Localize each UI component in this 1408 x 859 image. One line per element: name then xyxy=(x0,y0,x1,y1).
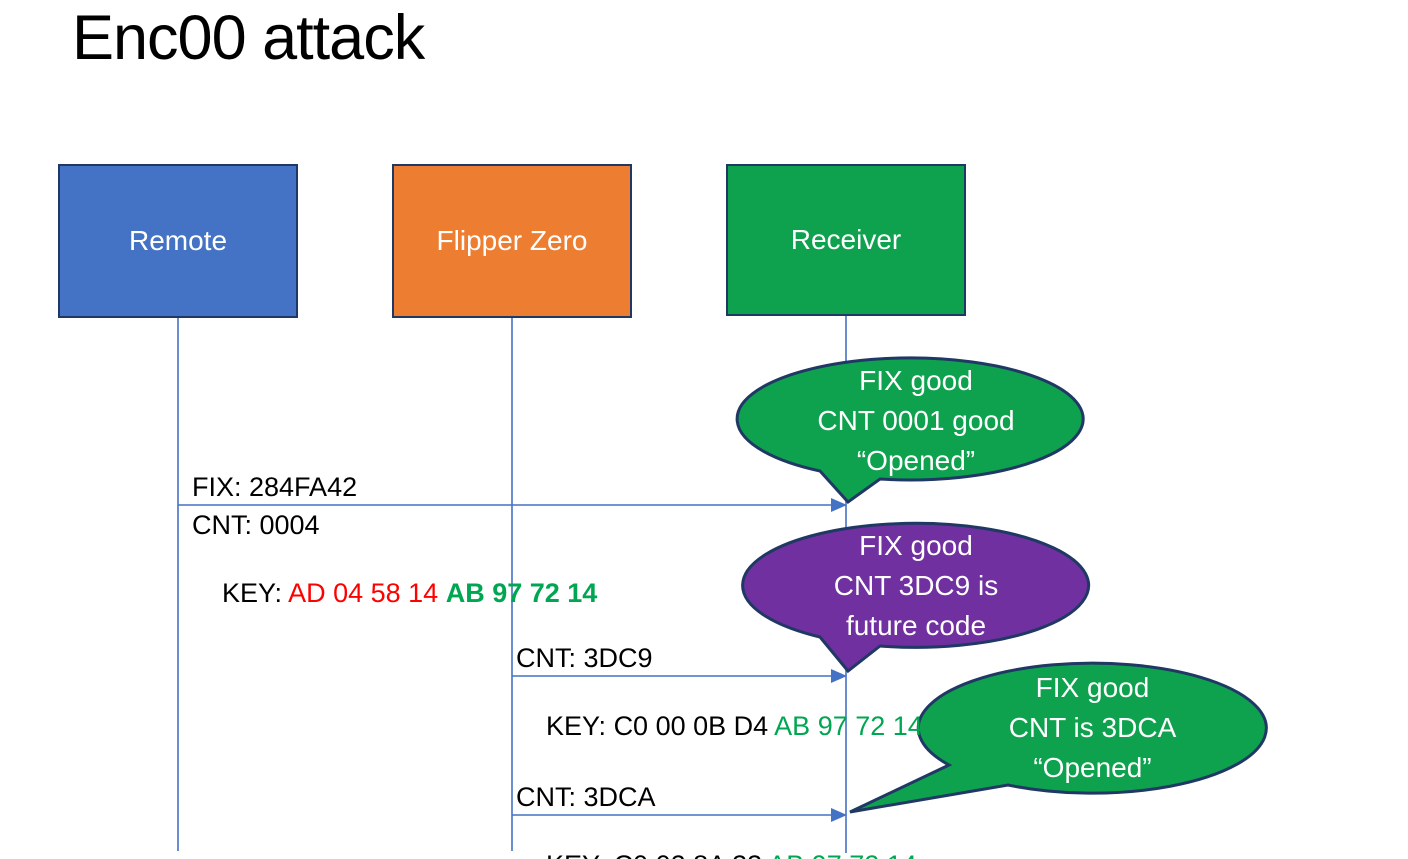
key-fixed-bytes: AB 97 72 14 xyxy=(768,850,917,859)
message-1-cnt-label: CNT: 0004 xyxy=(192,510,320,540)
key-counter-bytes: C0 00 0B D4 xyxy=(613,711,775,741)
arrowhead-icon xyxy=(831,669,847,683)
key-prefix: KEY: xyxy=(546,711,614,741)
message-2-key-label: KEY: C0 00 0B D4 AB 97 72 14 xyxy=(516,681,923,771)
message-arrow-3 xyxy=(512,808,847,822)
arrowhead-icon xyxy=(831,498,847,512)
key-prefix: KEY: xyxy=(222,578,289,608)
bubble-line: CNT 0001 good xyxy=(817,404,1015,436)
bubble-line: “Opened” xyxy=(1033,752,1152,783)
bubble-line: future code xyxy=(845,610,987,641)
key-counter-bytes: AD 04 58 14 xyxy=(288,578,446,608)
speech-bubble-2-text: FIX good CNT 3DC9 is future code xyxy=(743,524,1089,648)
message-3-key-label: KEY: C0 02 8A 33 AB 97 72 14 xyxy=(516,820,917,859)
speech-bubble-3-text: FIX good CNT is 3DCA “Opened” xyxy=(918,663,1267,793)
actor-receiver-label: Receiver xyxy=(790,224,902,255)
message-1-fix-label: FIX: 284FA42 xyxy=(192,472,358,502)
actor-receiver: Receiver xyxy=(726,164,966,316)
key-fixed-bytes: AB 97 72 14 xyxy=(445,578,598,608)
arrowhead-icon xyxy=(831,808,847,822)
speech-bubble-1-shape xyxy=(735,356,1085,505)
key-fixed-bytes: AB 97 72 14 xyxy=(774,711,923,741)
bubble-line: FIX good xyxy=(859,530,973,561)
key-prefix: KEY: xyxy=(546,850,614,859)
message-arrow-2 xyxy=(512,669,847,683)
page-title: Enc00 attack xyxy=(72,3,425,73)
bubble-line: CNT is 3DCA xyxy=(1008,712,1177,743)
speech-bubble-1-text: FIX good CNT 0001 good “Opened” xyxy=(743,360,1089,481)
actor-flipper-zero: Flipper Zero xyxy=(392,164,632,318)
message-2-cnt-label: CNT: 3DC9 xyxy=(516,643,653,673)
actor-remote: Remote xyxy=(58,164,298,318)
key-counter-bytes: C0 02 8A 33 xyxy=(614,850,769,859)
speech-bubble-3-shape xyxy=(849,661,1268,814)
bubble-line: FIX good xyxy=(1035,672,1150,703)
message-arrow-1 xyxy=(178,498,847,512)
actor-flipper-zero-label: Flipper Zero xyxy=(436,225,588,256)
bubble-line: “Opened” xyxy=(856,444,976,476)
speech-bubble-2-shape xyxy=(741,521,1091,674)
message-1-key-label: KEY: AD 04 58 14 AB 97 72 14 xyxy=(192,548,597,638)
message-3-cnt-label: CNT: 3DCA xyxy=(516,782,656,812)
bubble-line: FIX good xyxy=(859,364,973,396)
actor-remote-label: Remote xyxy=(128,225,228,256)
bubble-line: CNT 3DC9 is xyxy=(833,570,999,601)
